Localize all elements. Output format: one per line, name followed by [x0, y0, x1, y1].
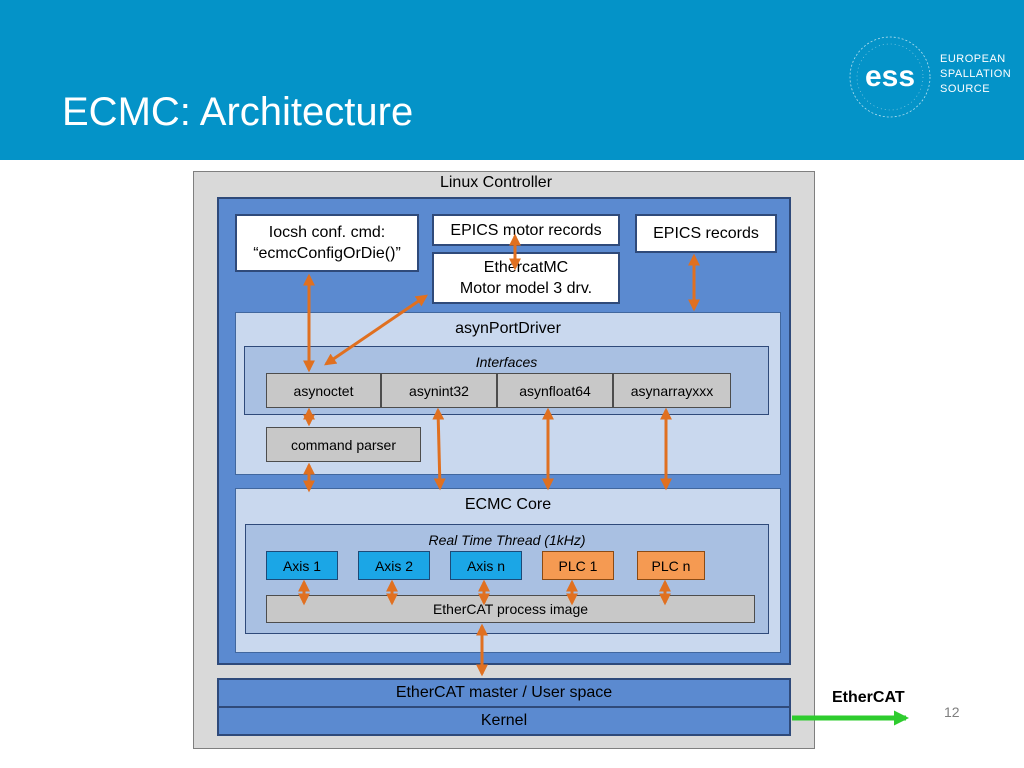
- slide-title: ECMC: Architecture: [62, 90, 414, 134]
- ethercat-process-image-box: EtherCAT process image: [266, 595, 755, 623]
- page-number: 12: [944, 704, 960, 720]
- plc-1-box: PLC 1: [542, 551, 614, 580]
- interface-asynarrayxxx: asynarrayxxx: [613, 373, 731, 408]
- logo-line-1: EUROPEAN: [940, 53, 1006, 65]
- ethercatmc-line-1: EthercatMC: [483, 259, 569, 276]
- epics-records-box: EPICS records: [635, 214, 777, 253]
- command-parser-box: command parser: [266, 427, 421, 462]
- header-bar: [0, 0, 1024, 160]
- iocsh-config-box: Iocsh conf. cmd: “ecmcConfigOrDie()”: [235, 214, 419, 272]
- linux-controller-label: Linux Controller: [439, 174, 553, 191]
- epics-motor-records-box: EPICS motor records: [432, 214, 620, 246]
- axis-2-box: Axis 2: [358, 551, 430, 580]
- iocsh-line-2: “ecmcConfigOrDie()”: [253, 245, 401, 262]
- interface-asynint32: asynint32: [381, 373, 497, 408]
- logo-line-3: SOURCE: [940, 83, 991, 95]
- ecmc-core-label: ECMC Core: [464, 496, 552, 513]
- axis-1-box: Axis 1: [266, 551, 338, 580]
- asyn-port-driver-label: asynPortDriver: [455, 320, 561, 337]
- ethercat-master-band: EtherCAT master / User space: [217, 678, 791, 708]
- axis-n-box: Axis n: [450, 551, 522, 580]
- logo-mark: ess: [865, 60, 915, 93]
- plc-n-box: PLC n: [637, 551, 705, 580]
- iocsh-line-1: Iocsh conf. cmd:: [268, 224, 386, 241]
- ess-logo-icon: ess: [849, 36, 931, 118]
- kernel-band: Kernel: [217, 706, 791, 736]
- logo-text: EUROPEAN SPALLATION SOURCE: [940, 52, 1020, 97]
- ethercatmc-line-2: Motor model 3 drv.: [459, 280, 593, 297]
- logo-line-2: SPALLATION: [940, 68, 1012, 80]
- real-time-thread-label: Real Time Thread (1kHz): [428, 532, 586, 548]
- ethercatmc-box: EthercatMC Motor model 3 drv.: [432, 252, 620, 304]
- interface-asynoctet: asynoctet: [266, 373, 381, 408]
- ethercat-bus-label: EtherCAT: [832, 689, 905, 706]
- interfaces-label: Interfaces: [475, 354, 538, 370]
- interface-asynfloat64: asynfloat64: [497, 373, 613, 408]
